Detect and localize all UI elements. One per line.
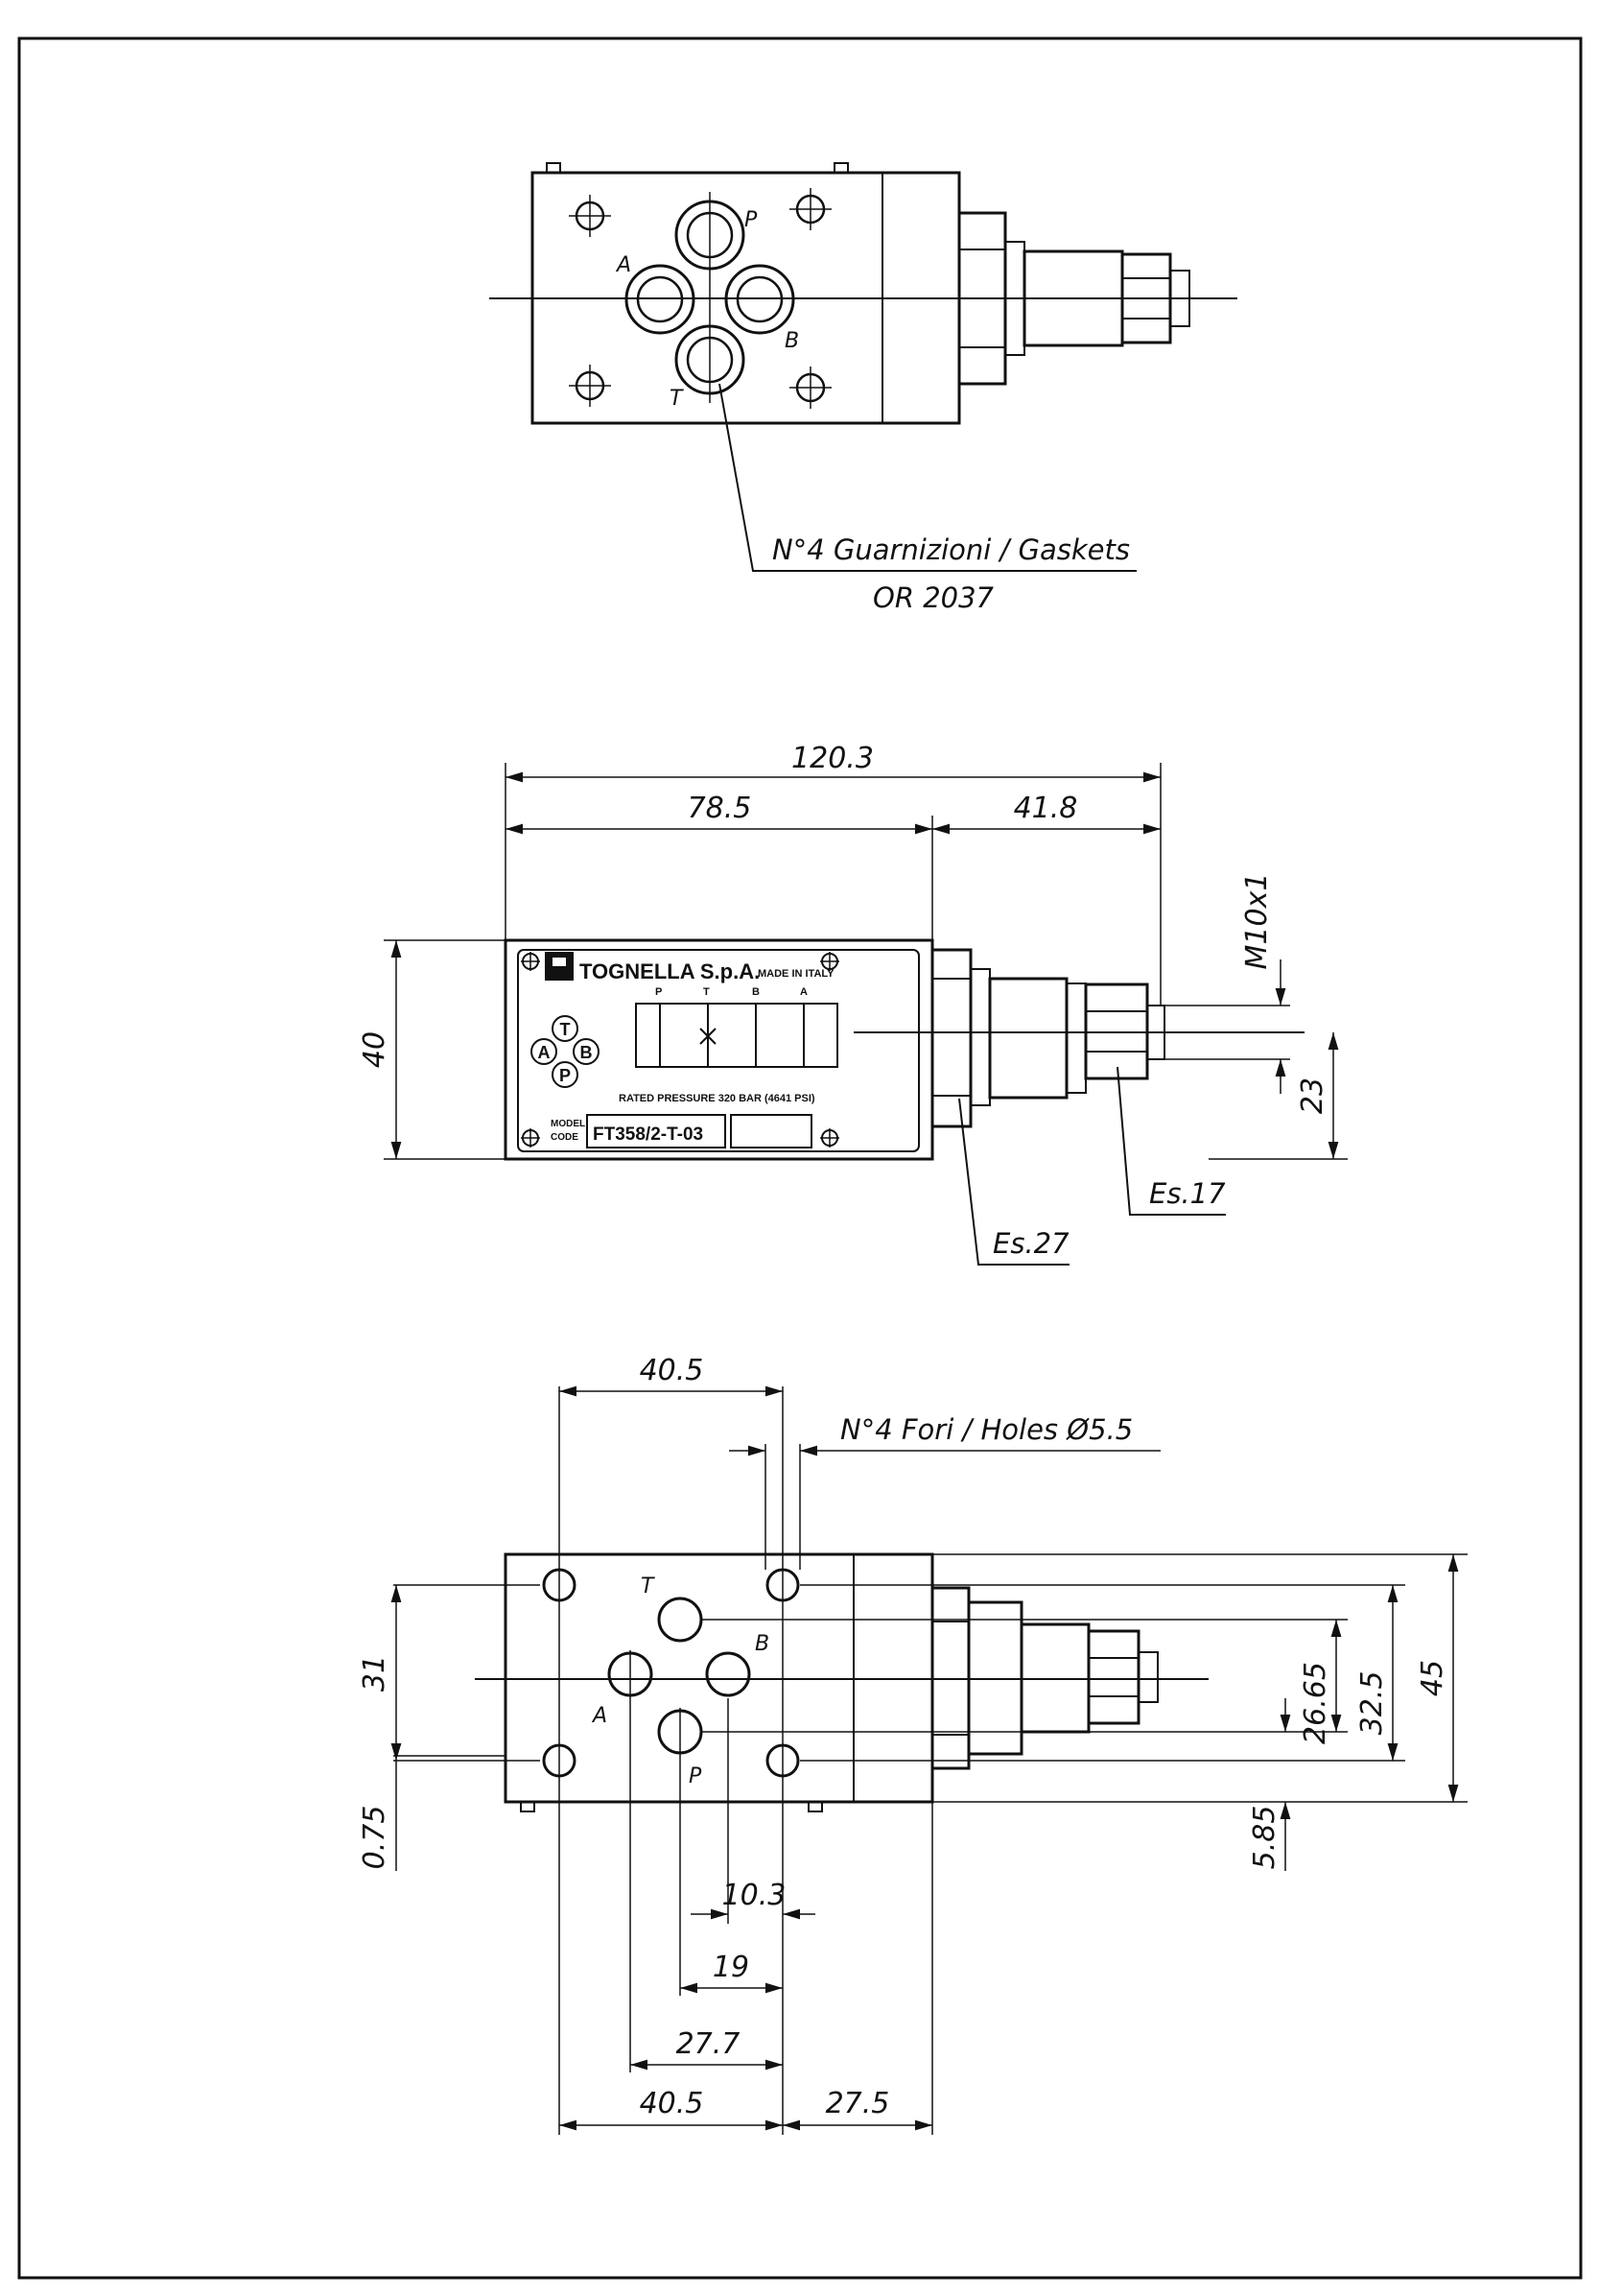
model-code: FT358/2-T-03: [593, 1124, 703, 1145]
bottom-view: T B A P 40.5 N°4 Fori / Holes Ø5.5 31 0.…: [358, 1354, 1468, 2135]
dim-adjuster: 41.8: [1014, 792, 1078, 825]
plate-circle-b: B: [573, 1038, 600, 1065]
port-label-p: P: [744, 208, 758, 232]
port-label-b: B: [755, 1632, 769, 1656]
dim-thread: M10x1: [1240, 873, 1274, 970]
blank-field: [730, 1114, 812, 1148]
port-a: [624, 264, 695, 335]
dim-45: 45: [1416, 1660, 1449, 1696]
port-t: [657, 1597, 703, 1643]
wrench-large-leader: [958, 1098, 1070, 1266]
wrench-small-leader: [1117, 1066, 1226, 1216]
wrench-large: Es.27: [993, 1227, 1070, 1260]
rated-pressure: RATED PRESSURE 320 BAR (4641 PSI): [619, 1093, 815, 1104]
dim-27-5: 27.5: [826, 2087, 890, 2120]
plate-circle-t: T: [552, 1015, 578, 1042]
code-label: CODE: [551, 1132, 578, 1143]
dim-31: 31: [358, 1655, 391, 1692]
port-label-t: T: [670, 387, 684, 411]
plate-col-b: B: [752, 986, 760, 998]
dim-axis: 23: [1296, 1077, 1329, 1114]
top-view: P A B T N°4 Guarnizioni / Gaskets OR 203…: [489, 162, 1237, 614]
mounting-hole: [789, 188, 832, 230]
plate-circle-a: A: [530, 1038, 557, 1065]
plate-screw: [521, 952, 540, 971]
svg-text:P: P: [559, 1066, 571, 1085]
dim-0-75: 0.75: [358, 1806, 391, 1870]
plate-screw: [820, 952, 839, 971]
port-label-a: A: [591, 1704, 607, 1728]
dim-26-65: 26.65: [1299, 1662, 1332, 1744]
port-b: [705, 1651, 751, 1697]
wrench-small: Es.17: [1149, 1177, 1226, 1210]
mounting-hole: [789, 367, 832, 409]
dim-32-5: 32.5: [1355, 1671, 1389, 1736]
dim-body: 78.5: [688, 792, 752, 825]
hydraulic-symbol: [635, 1003, 838, 1068]
port-label-p: P: [689, 1764, 702, 1788]
dim-top-40-5: 40.5: [640, 1354, 704, 1387]
svg-text:T: T: [560, 1020, 571, 1039]
plate-circle-p: P: [552, 1061, 578, 1088]
drawing-frame: [17, 36, 1583, 2280]
port-label-b: B: [785, 329, 799, 353]
dim-27-7: 27.7: [676, 2027, 741, 2061]
port-label-t: T: [641, 1574, 655, 1598]
dim-5-85: 5.85: [1248, 1806, 1282, 1870]
dim-total: 120.3: [791, 742, 874, 775]
dim-height: 40: [358, 1031, 391, 1068]
dim-19: 19: [713, 1951, 749, 1984]
gasket-leader: [718, 383, 1137, 572]
made-in: MADE IN ITALY: [758, 968, 835, 980]
port-label-a: A: [615, 253, 631, 277]
mounting-hole: [569, 195, 611, 237]
mounting-hole: [569, 365, 611, 407]
gasket-note: N°4 Guarnizioni / Gaskets: [772, 533, 1130, 566]
brand-name: TOGNELLA S.p.A.: [579, 959, 760, 983]
holes-note: N°4 Fori / Holes Ø5.5: [840, 1413, 1133, 1446]
svg-text:A: A: [538, 1043, 551, 1062]
side-view: TOGNELLA S.p.A. MADE IN ITALY P T B A T …: [358, 742, 1348, 1266]
plate-col-a: A: [800, 986, 808, 998]
dim-10-3: 10.3: [722, 1879, 787, 1912]
svg-text:B: B: [580, 1043, 593, 1062]
plate-col-p: P: [655, 986, 662, 998]
port-b: [724, 264, 795, 335]
plate-col-t: T: [703, 986, 710, 998]
model-label: MODEL: [551, 1119, 585, 1129]
plate-screw: [521, 1128, 540, 1148]
gasket-code: OR 2037: [873, 581, 995, 614]
plate-screw: [820, 1128, 839, 1148]
dim-bottom-40-5: 40.5: [640, 2087, 704, 2120]
